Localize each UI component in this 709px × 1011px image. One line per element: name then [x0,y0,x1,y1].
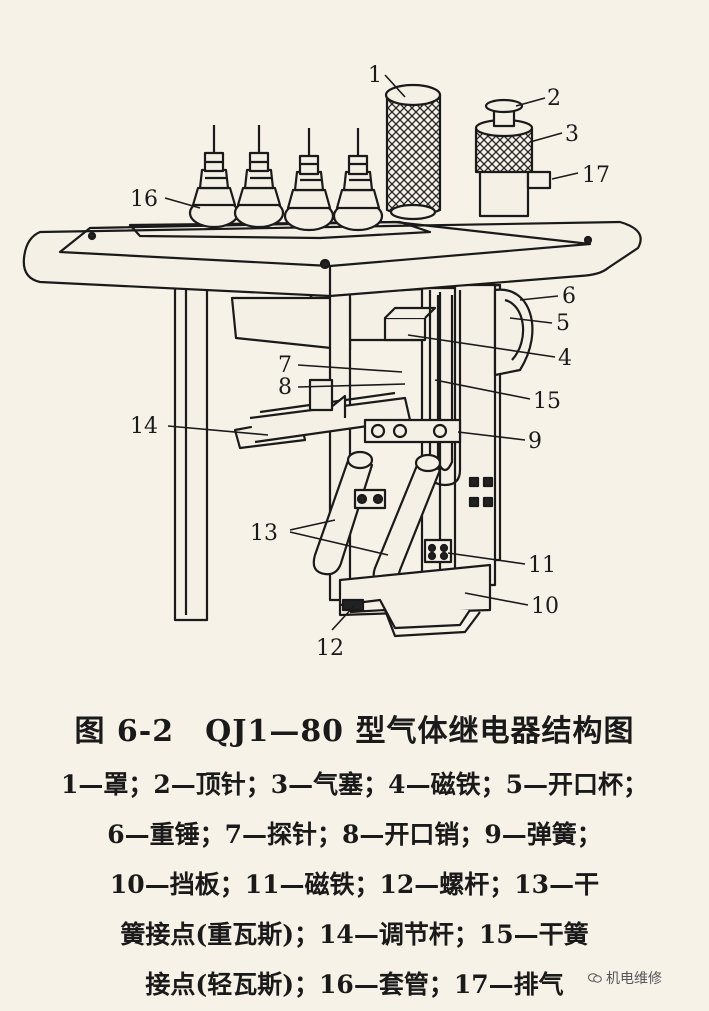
legend-line: 簧接点(重瓦斯)；14—调节杆；15—干簧 [120,920,589,949]
label-3: 3 [565,122,579,147]
figure-caption: 图 6-2 QJ1—80 型气体继电器结构图 1—罩；2—顶针；3—气塞；4—磁… [0,700,709,1010]
label-4: 4 [558,346,572,371]
label-2: 2 [547,86,561,111]
legend-line: 1—罩；2—顶针；3—气塞；4—磁铁；5—开口杯； [61,770,648,799]
label-6: 6 [562,284,576,309]
label-13: 13 [250,521,278,546]
label-11: 11 [528,553,556,578]
legend-line: 6—重锤；7—探针；8—开口销；9—弹簧； [107,820,602,849]
label-8: 8 [278,375,292,400]
label-16: 16 [130,187,158,212]
label-5: 5 [556,311,570,336]
bushings [188,125,384,232]
watermark-text: 机电维修 [606,971,662,987]
label-15: 15 [533,389,561,414]
label-7: 7 [278,353,292,378]
label-17: 17 [582,163,610,188]
left-support-leg [173,283,209,622]
air-plug-assembly [474,98,552,218]
baffle-plate [338,563,492,638]
label-14: 14 [130,414,158,439]
figure-title: 图 6-2 QJ1—80 型气体继电器结构图 [74,714,635,749]
label-9: 9 [528,429,542,454]
spring-pivot [363,418,462,444]
label-12: 12 [316,636,344,661]
open-cup-and-weight [493,288,534,377]
label-10: 10 [531,594,559,619]
magnet-lower [423,538,453,564]
relay-structure-diagram: 1 2 3 17 16 6 5 4 7 8 15 14 9 13 11 10 1… [22,63,642,661]
wechat-icon [588,973,602,983]
adjustment-rod [233,378,412,450]
watermark: 机电维修 [588,968,662,988]
legend-line: 接点(轻瓦斯)；16—套管；17—排气 [145,970,564,999]
label-1: 1 [368,63,382,88]
legend-line: 10—挡板；11—磁铁；12—螺杆；13—干 [109,870,600,899]
mesh-cover [384,83,442,221]
top-plate [22,220,642,298]
